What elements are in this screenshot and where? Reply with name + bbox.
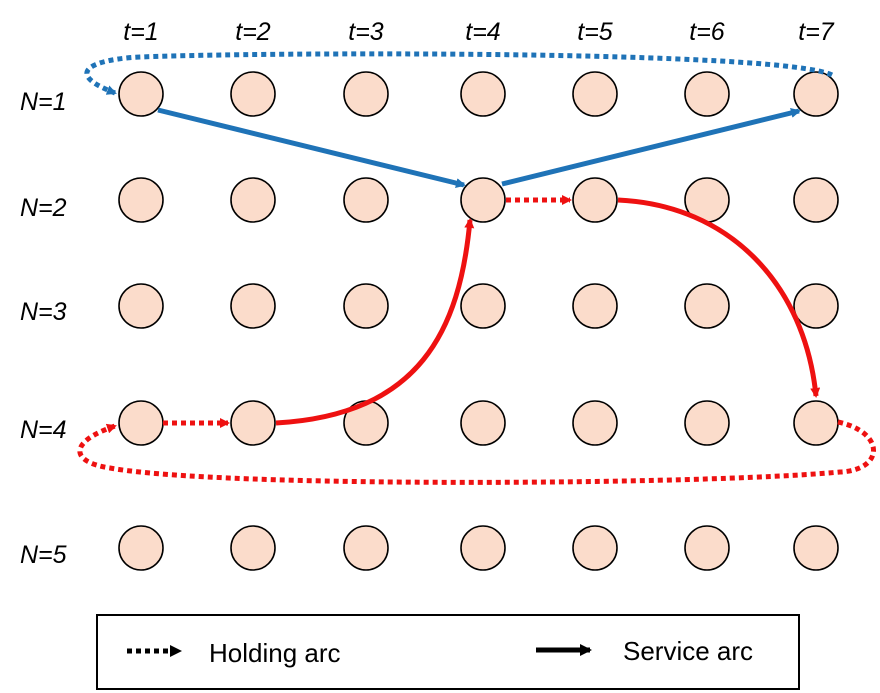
node-n1-t4 [460,71,506,117]
time-label-5: t=5 [577,18,613,46]
node-n3-t1 [118,283,164,329]
node-n5-t3 [343,525,389,571]
node-n3-t4 [460,283,506,329]
red-holding-arc-wraparound [77,419,876,485]
legend-box [96,614,800,690]
node-n1-t1 [118,71,164,117]
blue-service-arc-2 [501,108,801,187]
red-route [77,195,876,485]
node-n2-t5 [572,177,618,223]
node-n5-t5 [572,525,618,571]
node-n4-t4 [460,400,506,446]
legend: Holding arc Service arc [96,614,800,690]
time-label-2: t=2 [235,18,271,46]
node-n1-t5 [572,71,618,117]
red-service-arc-1 [275,218,475,426]
node-n5-t2 [230,525,276,571]
node-label-3: N=3 [20,298,67,326]
blue-holding-arc-wraparound [84,51,834,96]
legend-service-label: Service arc [623,636,753,666]
node-n5-t7 [793,525,839,571]
time-label-3: t=3 [348,18,384,46]
time-label-1: t=1 [123,18,158,46]
node-grid [118,71,839,571]
node-n3-t3 [343,283,389,329]
node-n3-t5 [572,283,618,329]
node-n2-t4 [460,177,506,223]
node-n4-t2 [230,400,276,446]
node-n1-t7 [793,71,839,117]
time-label-7: t=7 [798,18,835,46]
node-n4-t6 [684,400,730,446]
time-labels: t=1 t=2 t=3 t=4 t=5 t=6 t=7 [123,18,835,46]
node-label-5: N=5 [20,541,67,569]
node-n5-t4 [460,525,506,571]
node-n2-t1 [118,177,164,223]
red-service-arc-2 [617,197,821,398]
node-n1-t2 [230,71,276,117]
legend-holding-label: Holding arc [209,638,341,668]
blue-route [84,51,834,188]
node-n3-t7 [793,283,839,329]
node-n2-t3 [343,177,389,223]
time-label-6: t=6 [689,18,725,46]
node-label-2: N=2 [20,194,67,222]
node-labels: N=1 N=2 N=3 N=4 N=5 [20,88,67,569]
node-label-1: N=1 [20,88,67,116]
node-n4-t1 [118,400,164,446]
node-n3-t2 [230,283,276,329]
node-n2-t2 [230,177,276,223]
node-label-4: N=4 [20,416,67,444]
node-n2-t7 [793,177,839,223]
time-label-4: t=4 [465,18,500,46]
node-n4-t7 [793,400,839,446]
node-n4-t5 [572,400,618,446]
node-n1-t3 [343,71,389,117]
node-n5-t1 [118,525,164,571]
blue-service-arc-1 [157,107,466,188]
node-n5-t6 [684,525,730,571]
node-n1-t6 [684,71,730,117]
node-n3-t6 [684,283,730,329]
